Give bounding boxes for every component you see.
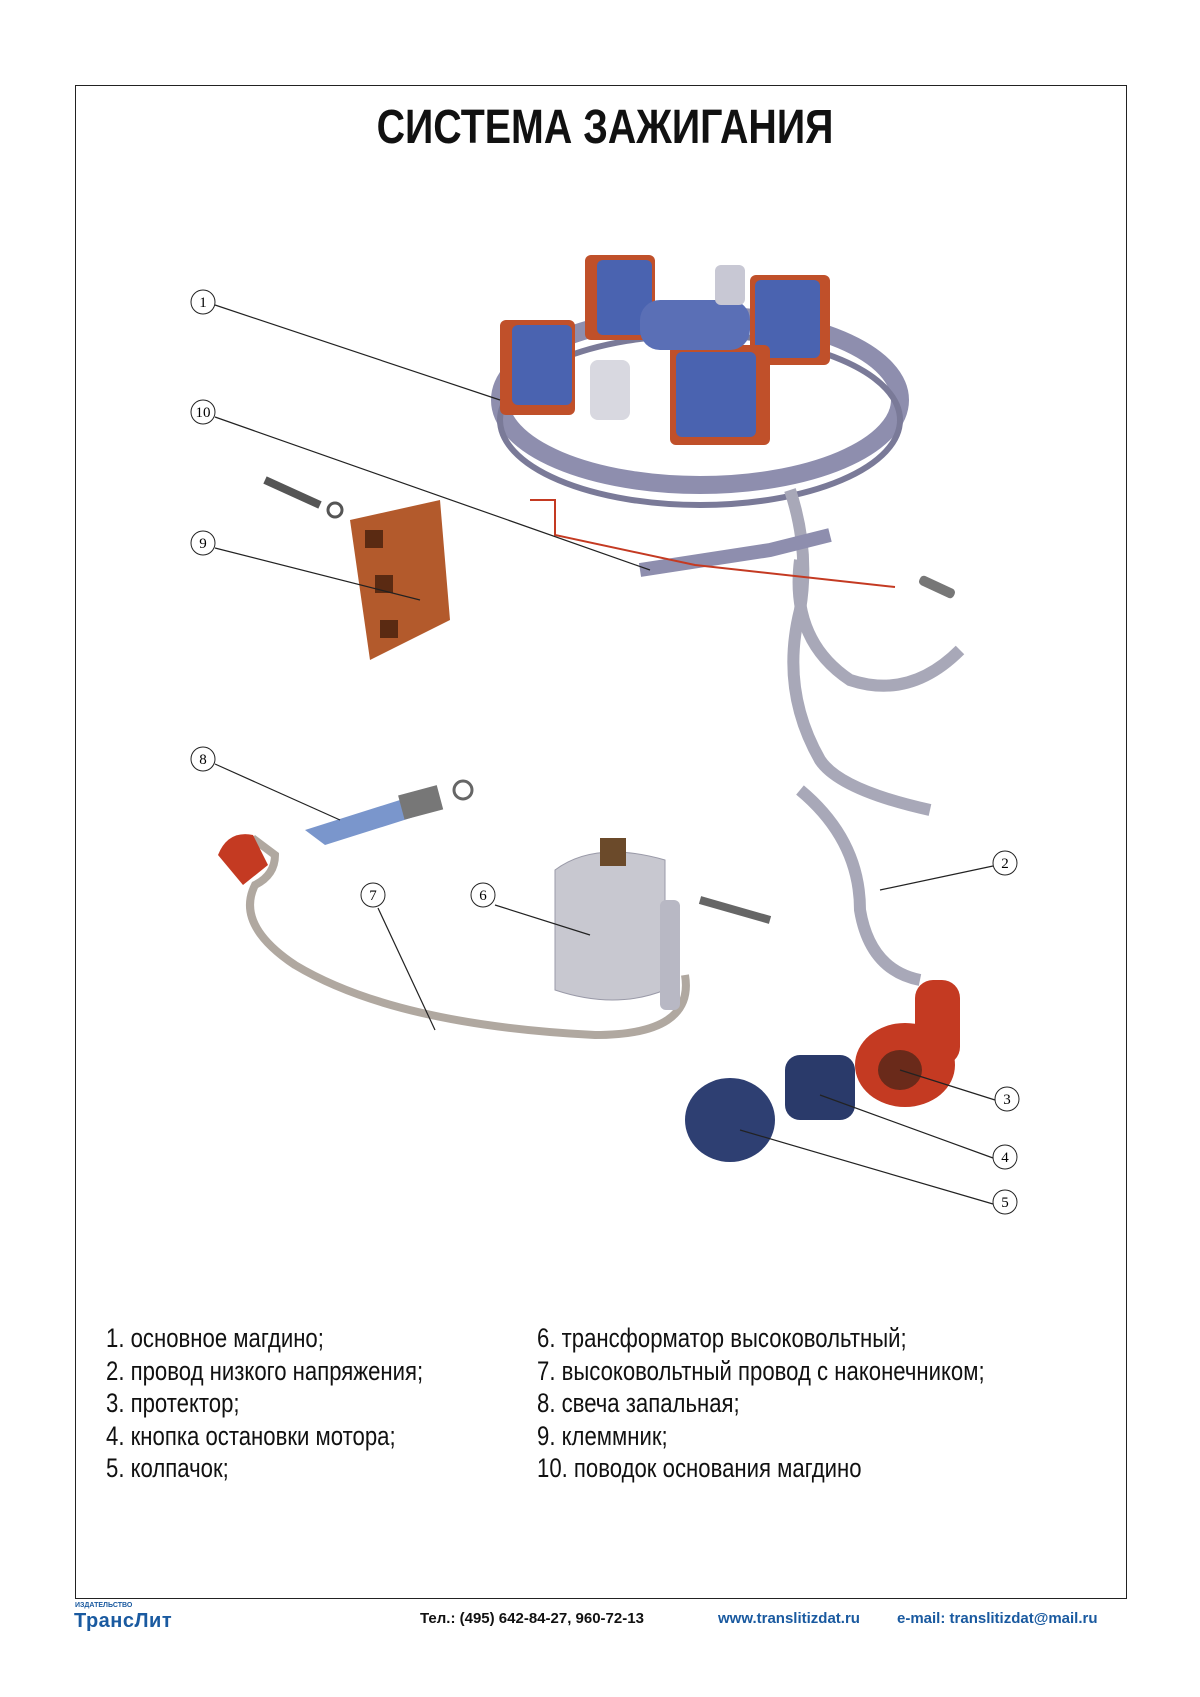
legend-item: 4. кнопка остановки мотора; bbox=[106, 1420, 396, 1451]
svg-text:10: 10 bbox=[196, 405, 211, 421]
callout-5: 5 bbox=[992, 1189, 1018, 1215]
terminal-block bbox=[263, 476, 450, 660]
legend-item: 10. поводок основания магдино bbox=[537, 1453, 862, 1483]
legend-item: 8. свеча запальная; bbox=[537, 1388, 740, 1418]
legend-item: 1. основное магдино; bbox=[106, 1323, 324, 1353]
publisher-label: ИЗДАТЕЛЬСТВО bbox=[75, 1602, 133, 1609]
svg-text:9: 9 bbox=[199, 536, 207, 552]
svg-text:7: 7 bbox=[369, 888, 377, 904]
poster-frame bbox=[75, 85, 1127, 1599]
callout-9: 9 bbox=[190, 530, 216, 556]
callout-1: 1 bbox=[190, 289, 216, 315]
legend-item: 9. клеммник; bbox=[537, 1420, 668, 1451]
legend-right: 6. трансформатор высоковольтный; 7. высо… bbox=[537, 1322, 985, 1485]
legend-item: 3. протектор; bbox=[106, 1388, 240, 1418]
hv-transformer bbox=[554, 838, 772, 1010]
callout-7: 7 bbox=[360, 882, 386, 908]
spark-plug-and-hv-wire bbox=[218, 779, 690, 1040]
svg-text:8: 8 bbox=[199, 752, 207, 768]
poster-title: СИСТЕМА ЗАЖИГАНИЯ bbox=[376, 101, 834, 154]
footer-email-link[interactable]: e-mail: translitizdat@mail.ru bbox=[897, 1610, 1098, 1627]
legend-left: 1. основное магдино; 2. провод низкого н… bbox=[106, 1322, 423, 1485]
callout-markers: 1 2 3 4 5 6 7 8 9 10 bbox=[190, 289, 1020, 1215]
footer-website-link[interactable]: www.translitizdat.ru bbox=[718, 1610, 860, 1627]
callout-6: 6 bbox=[470, 882, 496, 908]
callout-8: 8 bbox=[190, 746, 216, 772]
callout-3: 3 bbox=[994, 1086, 1020, 1112]
callout-2: 2 bbox=[992, 850, 1018, 876]
svg-text:6: 6 bbox=[479, 888, 487, 904]
legend-item: 7. высоковольтный провод с наконечником; bbox=[537, 1355, 985, 1386]
magneto bbox=[491, 255, 965, 816]
leader-lines bbox=[214, 304, 996, 1205]
legend-item: 6. трансформатор высоковольтный; bbox=[537, 1323, 907, 1353]
callout-10: 10 bbox=[190, 399, 216, 425]
svg-text:5: 5 bbox=[1001, 1195, 1009, 1211]
legend-item: 5. колпачок; bbox=[106, 1453, 229, 1483]
protector-button-cap bbox=[685, 785, 960, 1162]
svg-text:1: 1 bbox=[199, 295, 207, 311]
legend-item: 2. провод низкого напряжения; bbox=[106, 1355, 424, 1386]
callout-4: 4 bbox=[992, 1144, 1018, 1170]
svg-text:4: 4 bbox=[1001, 1150, 1009, 1166]
publisher-logo: ТрансЛит bbox=[74, 1610, 173, 1632]
svg-text:2: 2 bbox=[1001, 856, 1009, 872]
svg-text:3: 3 bbox=[1003, 1092, 1011, 1108]
footer-phone: Тел.: (495) 642-84-27, 960-72-13 bbox=[420, 1610, 644, 1627]
